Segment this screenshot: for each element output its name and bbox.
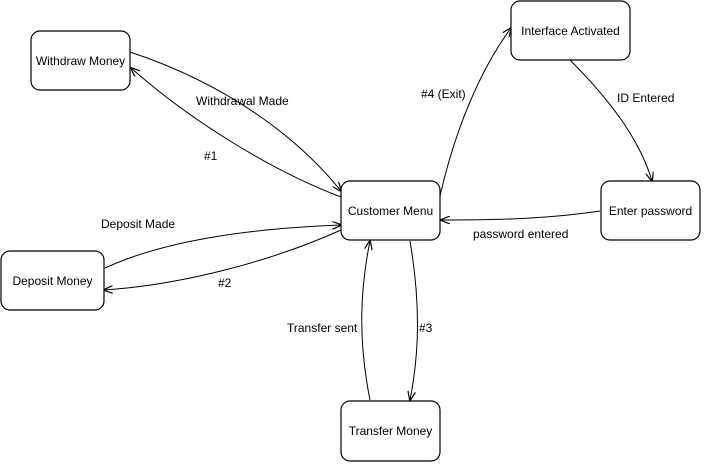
- edge-password-entered: [441, 210, 601, 220]
- node-customer-menu-label: Customer Menu: [348, 204, 433, 218]
- edge-id-entered: [569, 59, 652, 181]
- label-exit: #4 (Exit): [421, 87, 466, 101]
- label-password-entered: password entered: [473, 227, 568, 241]
- label-id-entered: ID Entered: [617, 91, 674, 105]
- node-withdraw-money: Withdraw Money: [30, 30, 131, 91]
- edge-option-3: [410, 240, 418, 400]
- label-deposit-made: Deposit Made: [101, 217, 175, 231]
- edge-transfer-sent: [361, 241, 370, 401]
- edge-deposit-made: [104, 225, 341, 269]
- label-withdrawal-made: Withdrawal Made: [196, 94, 289, 108]
- edge-exit: [439, 28, 511, 197]
- node-transfer-money-label: Transfer Money: [349, 424, 433, 438]
- node-enter-password: Enter password: [600, 180, 701, 241]
- label-transfer-sent: Transfer sent: [287, 321, 358, 335]
- node-interface-activated: Interface Activated: [510, 0, 631, 61]
- node-enter-password-label: Enter password: [609, 204, 692, 218]
- node-deposit-money: Deposit Money: [0, 250, 105, 311]
- node-interface-activated-label: Interface Activated: [521, 24, 620, 38]
- node-withdraw-money-label: Withdraw Money: [36, 54, 125, 68]
- label-option-1: #1: [204, 149, 218, 163]
- label-option-3: #3: [419, 321, 433, 335]
- node-deposit-money-label: Deposit Money: [12, 274, 92, 288]
- edge-option-2: [104, 229, 342, 290]
- node-customer-menu: Customer Menu: [340, 180, 441, 241]
- label-option-2: #2: [218, 276, 232, 290]
- edge-option-1: [131, 68, 342, 198]
- node-transfer-money: Transfer Money: [340, 400, 441, 462]
- edge-withdrawal-made: [129, 51, 341, 191]
